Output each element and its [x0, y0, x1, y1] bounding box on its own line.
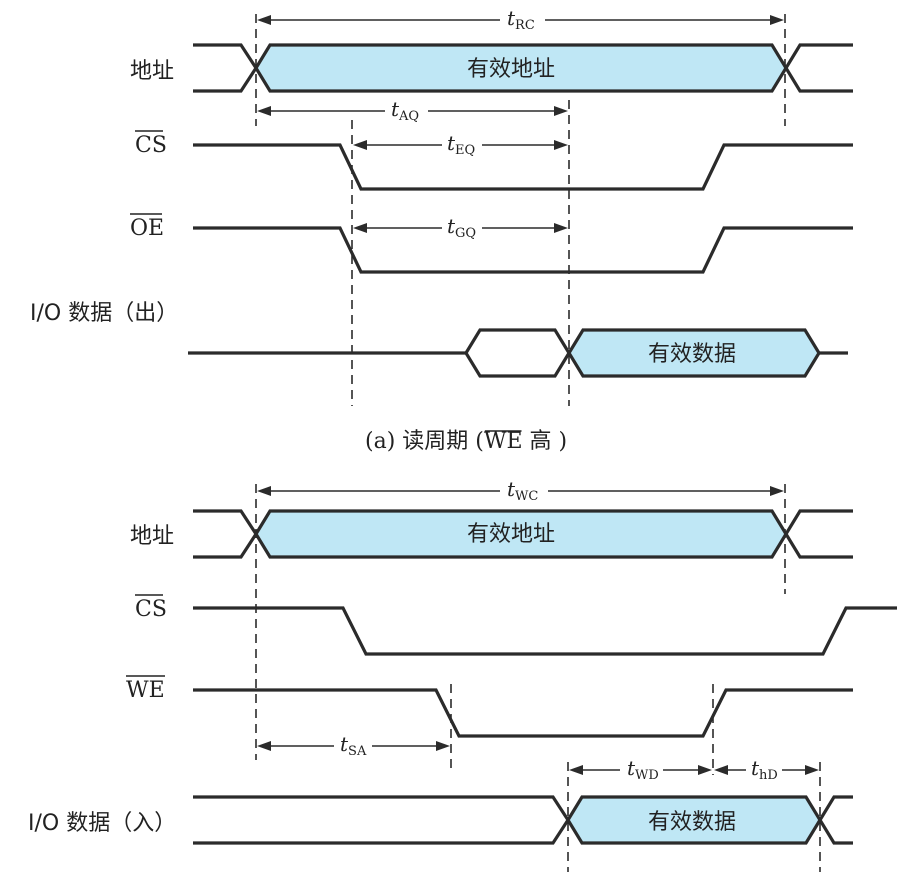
t-rc-arrow: [257, 15, 784, 25]
t-eq-arrow: [353, 140, 568, 150]
write-cs-label: CS: [135, 597, 167, 622]
read-cs-label: CS: [135, 133, 167, 158]
read-oe-label: OE: [130, 216, 164, 241]
write-dashed-markers: [255, 484, 821, 872]
read-dashed-markers: [255, 14, 786, 406]
write-address-waveform: [193, 509, 853, 559]
t-rc-label: tRC: [507, 6, 535, 33]
read-address-waveform: [193, 43, 853, 93]
write-io-label: I/O 数据（入）: [28, 811, 176, 836]
t-aq-label: tAQ: [391, 97, 419, 124]
t-eq-label: tEQ: [447, 131, 475, 158]
t-sa-arrow: [257, 741, 450, 751]
t-wd-label: tWD: [627, 756, 659, 783]
write-we-label: WE: [126, 678, 165, 703]
write-valid-address-text: 有效地址: [467, 522, 555, 547]
read-address-label: 地址: [130, 59, 174, 84]
read-cycle-caption: (a) 读周期 (WE 高 ): [365, 429, 567, 454]
t-wc-label: tWC: [507, 477, 538, 504]
write-we-waveform: [193, 688, 853, 738]
read-valid-data-text: 有效数据: [648, 342, 736, 367]
write-cs-waveform: [193, 606, 897, 656]
read-oe-waveform: [193, 226, 853, 274]
read-io-label: I/O 数据（出）: [30, 301, 178, 326]
write-valid-data-text: 有效数据: [648, 810, 736, 835]
t-gq-label: tGQ: [447, 214, 476, 241]
t-gq-arrow: [353, 223, 568, 233]
t-hd-label: thD: [751, 756, 778, 783]
t-wd-arrow: [569, 765, 712, 775]
t-wc-arrow: [257, 486, 784, 496]
t-hd-arrow: [714, 765, 819, 775]
write-io-waveform: [193, 795, 853, 845]
read-cs-waveform: [193, 143, 853, 191]
t-sa-label: tSA: [340, 732, 367, 759]
write-address-label: 地址: [130, 524, 174, 549]
read-io-waveform: [188, 328, 848, 378]
read-valid-address-text: 有效地址: [467, 57, 555, 82]
t-aq-arrow: [257, 106, 568, 116]
